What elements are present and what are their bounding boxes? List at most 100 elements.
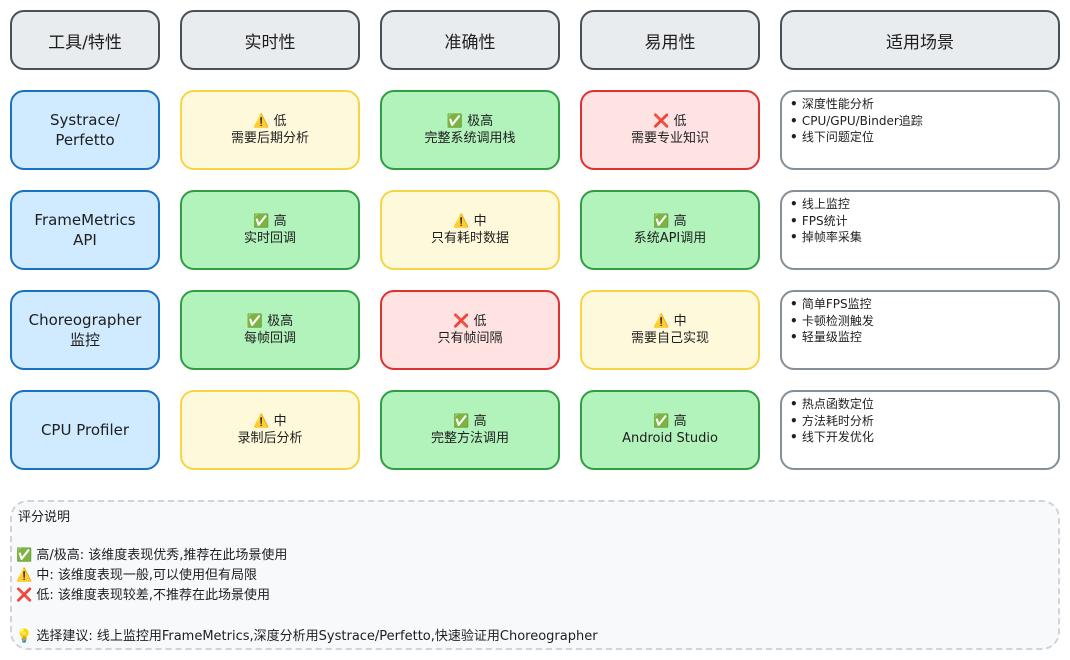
header-label: 工具/特性 bbox=[48, 32, 122, 53]
check-icon: ✅ bbox=[253, 214, 270, 229]
rating-description: 完整系统调用栈 bbox=[424, 131, 516, 146]
scenes-cell: 深度性能分析 CPU/GPU/Binder追踪线下问题定位 bbox=[780, 90, 1060, 170]
rating-value: 中 bbox=[473, 214, 487, 229]
scene-item: 轻量级监控 bbox=[790, 329, 862, 346]
scene-text: 热点函数定位 bbox=[801, 397, 874, 411]
rating-description: 只有耗时数据 bbox=[430, 231, 509, 246]
rating-value: 高 bbox=[473, 414, 487, 429]
tool-cell: CPU Profiler bbox=[10, 390, 160, 470]
rating-cell-realtime: ⚠️ 中录制后分析 bbox=[180, 390, 360, 470]
tool-cell: Systrace/Perfetto bbox=[10, 90, 160, 170]
scene-text: 线上监控 bbox=[801, 197, 850, 211]
header-realtime: 实时性 bbox=[180, 10, 360, 70]
scene-item: 线下开发优化 bbox=[790, 429, 874, 446]
rating-value-line: ✅ 高 bbox=[653, 213, 686, 230]
warning-icon: ⚠️ bbox=[253, 114, 270, 129]
rating-value-line: ⚠️ 中 bbox=[653, 313, 686, 330]
scene-text: 方法耗时分析 bbox=[801, 413, 874, 428]
header-label: 易用性 bbox=[644, 32, 696, 53]
selection-tip: 💡 选择建议: 线上监控用FrameMetrics,深度分析用Systrace/… bbox=[16, 629, 598, 644]
rating-value: 高 bbox=[673, 414, 687, 429]
warning-icon: ⚠️ bbox=[653, 314, 670, 329]
rating-value-line: ✅ 高 bbox=[253, 213, 286, 230]
header-label: 实时性 bbox=[244, 32, 296, 53]
check-icon: ✅ bbox=[653, 214, 670, 229]
scene-item: 线下问题定位 bbox=[790, 129, 874, 146]
tool-name-line: Systrace/ bbox=[50, 111, 120, 129]
rating-value: 高 bbox=[273, 214, 287, 229]
rating-cell-realtime: ⚠️ 低需要后期分析 bbox=[180, 90, 360, 170]
check-icon: ✅ bbox=[246, 314, 264, 329]
rating-value-line: ✅ 高 bbox=[453, 413, 486, 430]
rating-description: 只有帧间隔 bbox=[437, 331, 503, 346]
header-label: 适用场景 bbox=[886, 32, 954, 53]
tool-name-line: CPU Profiler bbox=[40, 421, 130, 439]
scenes-cell: 简单FPS监控卡顿检测触发轻量级监控 bbox=[780, 290, 1060, 370]
rating-cell-accuracy: ⚠️ 中只有耗时数据 bbox=[380, 190, 560, 270]
rating-value-line: ❌ 低 bbox=[453, 313, 486, 330]
tool-name-line: Perfetto bbox=[55, 131, 115, 149]
scene-item: CPU/GPU/Binder追踪 bbox=[790, 113, 923, 130]
scene-text: 深度性能分析 bbox=[801, 97, 874, 111]
rating-value-line: ✅ 高 bbox=[653, 413, 686, 430]
header-accuracy: 准确性 bbox=[380, 10, 560, 70]
check-icon: ✅ bbox=[446, 114, 464, 129]
rating-cell-accuracy: ✅ 高完整方法调用 bbox=[380, 390, 560, 470]
tool-name-line: FrameMetrics bbox=[34, 211, 136, 229]
scene-text: 轻量级监控 bbox=[801, 330, 862, 344]
rating-description: 需要专业知识 bbox=[630, 131, 709, 146]
rating-value-line: ⚠️ 低 bbox=[253, 113, 286, 130]
scene-item: 掉帧率采集 bbox=[790, 229, 862, 246]
rating-value-line: ⚠️ 中 bbox=[253, 413, 286, 430]
cross-icon: ❌ bbox=[453, 314, 470, 329]
scene-text: FPS统计 bbox=[801, 213, 848, 228]
check-icon: ✅ bbox=[453, 414, 470, 429]
rating-value: 中 bbox=[273, 414, 287, 429]
rating-cell-usability: ⚠️ 中需要自己实现 bbox=[580, 290, 760, 370]
rating-value: 低 bbox=[273, 114, 287, 129]
rating-description: 系统API调用 bbox=[633, 231, 707, 246]
warning-icon: ⚠️ bbox=[453, 214, 470, 229]
scene-item: 线上监控 bbox=[790, 196, 850, 213]
rating-value: 极高 bbox=[467, 114, 494, 129]
scene-text: 线下开发优化 bbox=[801, 430, 874, 444]
legend-panel: 评分说明 ✅ 高/极高: 该维度表现优秀,推荐在此场景使用 ⚠️ 中: 该维度表… bbox=[10, 500, 1060, 650]
scene-text: 简单FPS监控 bbox=[801, 297, 872, 311]
cross-icon: ❌ bbox=[653, 114, 670, 129]
scene-text: 卡顿检测触发 bbox=[801, 313, 874, 328]
rating-description: 每帧回调 bbox=[243, 331, 296, 346]
rating-value: 高 bbox=[673, 214, 687, 229]
rating-cell-accuracy: ❌ 低只有帧间隔 bbox=[380, 290, 560, 370]
scenes-cell: 热点函数定位方法耗时分析线下开发优化 bbox=[780, 390, 1060, 470]
rating-description: Android Studio bbox=[622, 431, 718, 446]
rating-value: 低 bbox=[673, 114, 687, 129]
scene-item: 方法耗时分析 bbox=[790, 413, 874, 430]
rating-description: 需要后期分析 bbox=[230, 131, 309, 146]
rating-value-line: ⚠️ 中 bbox=[453, 213, 486, 230]
rating-description: 需要自己实现 bbox=[630, 331, 709, 346]
header-usability: 易用性 bbox=[580, 10, 760, 70]
rating-value: 中 bbox=[673, 314, 687, 329]
legend-item-mid: ⚠️ 中: 该维度表现一般,可以使用但有局限 bbox=[16, 568, 257, 583]
rating-value-line: ❌ 低 bbox=[653, 113, 686, 130]
rating-cell-realtime: ✅ 极高每帧回调 bbox=[180, 290, 360, 370]
tool-name-line: 监控 bbox=[69, 331, 100, 349]
scene-item: 热点函数定位 bbox=[790, 396, 874, 413]
scene-item: 深度性能分析 bbox=[790, 96, 874, 113]
tool-name-line: API bbox=[73, 231, 97, 249]
rating-description: 完整方法调用 bbox=[430, 431, 509, 446]
rating-cell-realtime: ✅ 高实时回调 bbox=[180, 190, 360, 270]
header-tool: 工具/特性 bbox=[10, 10, 160, 70]
check-icon: ✅ bbox=[653, 414, 670, 429]
scenes-cell: 线上监控 FPS统计掉帧率采集 bbox=[780, 190, 1060, 270]
scene-text: 线下问题定位 bbox=[801, 130, 874, 144]
scene-text: 掉帧率采集 bbox=[801, 230, 862, 244]
rating-description: 录制后分析 bbox=[237, 431, 303, 446]
scene-item: 卡顿检测触发 bbox=[790, 313, 874, 330]
legend-item-good: ✅ 高/极高: 该维度表现优秀,推荐在此场景使用 bbox=[16, 548, 288, 563]
header-scenes: 适用场景 bbox=[780, 10, 1060, 70]
scene-text: CPU/GPU/Binder追踪 bbox=[801, 113, 923, 128]
